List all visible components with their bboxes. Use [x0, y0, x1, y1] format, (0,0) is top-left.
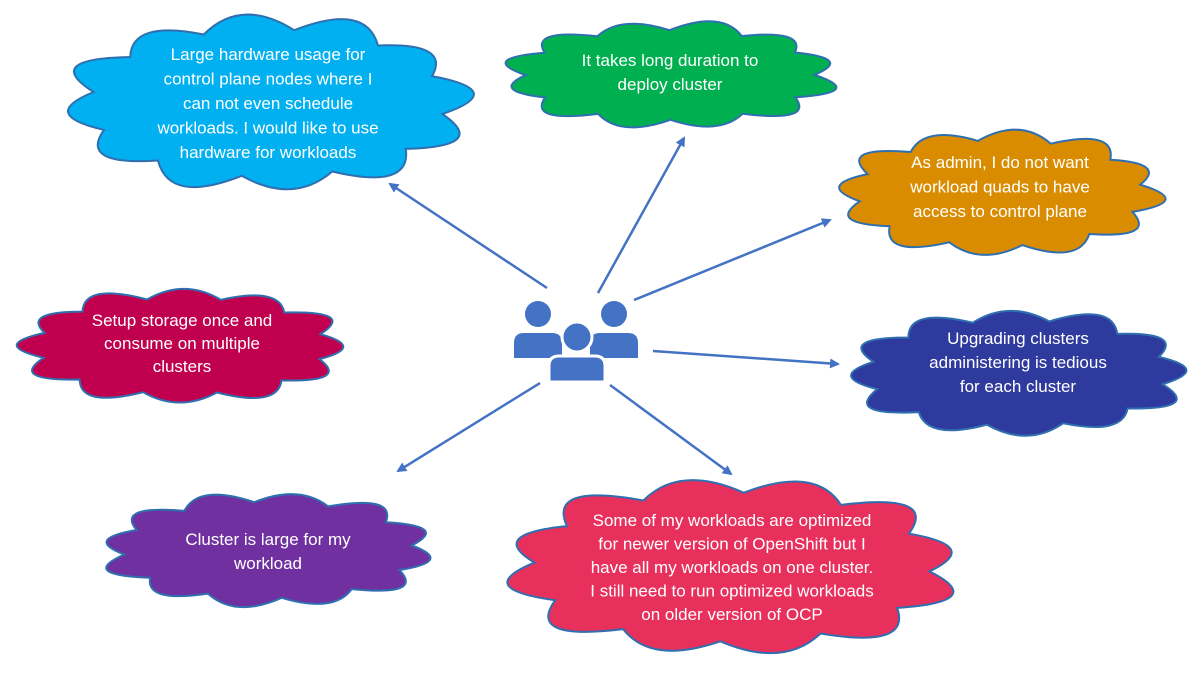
cloud-text-line: can not even schedule [183, 94, 353, 113]
cloud-text-line: hardware for workloads [180, 143, 357, 162]
arrow-to-admin [633, 218, 832, 302]
cloud-text-line: Setup storage once and [92, 311, 273, 330]
clouds-layer: Large hardware usage for control plane no… [15, 13, 1188, 655]
cloud-text-line: workloads. I would like to use [156, 119, 378, 138]
cloud-text-line: Some of my workloads are optimized [593, 511, 872, 530]
cloud-text-line: workload [233, 554, 302, 573]
cloud-deploy: It takes long duration to deploy cluster [504, 20, 838, 129]
cloud-storage: Setup storage once and consume on multipl… [15, 287, 345, 404]
person-right [590, 301, 638, 358]
person-left [514, 301, 562, 358]
cloud-text-line: It takes long duration to [582, 51, 759, 70]
cloud-hardware: Large hardware usage for control plane no… [67, 13, 475, 191]
cloud-text-line: Large hardware usage for [171, 45, 366, 64]
cloud-upgrade: Upgrading clusters administering is tedio… [850, 309, 1188, 437]
cloud-versions: Some of my workloads are optimized for ne… [506, 479, 955, 655]
cloud-text-line: for newer version of OpenShift but I [598, 535, 865, 554]
cloud-text-line: administering is tedious [929, 353, 1107, 372]
cloud-shape [105, 493, 432, 608]
person-center [547, 320, 607, 384]
cloud-admin: As admin, I do not want workload quads to… [838, 128, 1167, 256]
cloud-text-line: consume on multiple [104, 334, 260, 353]
cloud-shape [504, 20, 838, 129]
cloud-shape [838, 128, 1167, 256]
users-group-icon [514, 301, 638, 384]
cloud-text-line: control plane nodes where I [164, 70, 373, 89]
cloud-text-line: Upgrading clusters [947, 329, 1089, 348]
cloud-text-line: workload quads to have [909, 178, 1090, 197]
arrow-to-hardware [388, 182, 548, 290]
cloud-text-line: access to control plane [913, 202, 1087, 221]
cloud-text-line: clusters [153, 357, 212, 376]
cloud-text-line: deploy cluster [618, 75, 723, 94]
cloud-text-line: on older version of OCP [641, 605, 822, 624]
cloud-text-line: have all my workloads on one cluster. [591, 558, 874, 577]
arrow-to-versions [609, 383, 733, 476]
cloud-text-line: for each cluster [960, 377, 1077, 396]
cloud-shape [67, 13, 475, 191]
arrow-to-large [396, 381, 541, 473]
cloud-text-line: As admin, I do not want [911, 153, 1089, 172]
cloud-text-line: Cluster is large for my [185, 530, 351, 549]
arrow-to-deploy [596, 136, 686, 294]
cloud-shape [850, 309, 1188, 437]
cloud-text-line: I still need to run optimized workloads [590, 582, 873, 601]
cloud-shape [15, 287, 345, 404]
cloud-shape [506, 479, 955, 655]
arrow-to-upgrade [652, 349, 840, 369]
cloud-large: Cluster is large for my workload [105, 493, 432, 608]
arrows-layer [388, 136, 840, 476]
